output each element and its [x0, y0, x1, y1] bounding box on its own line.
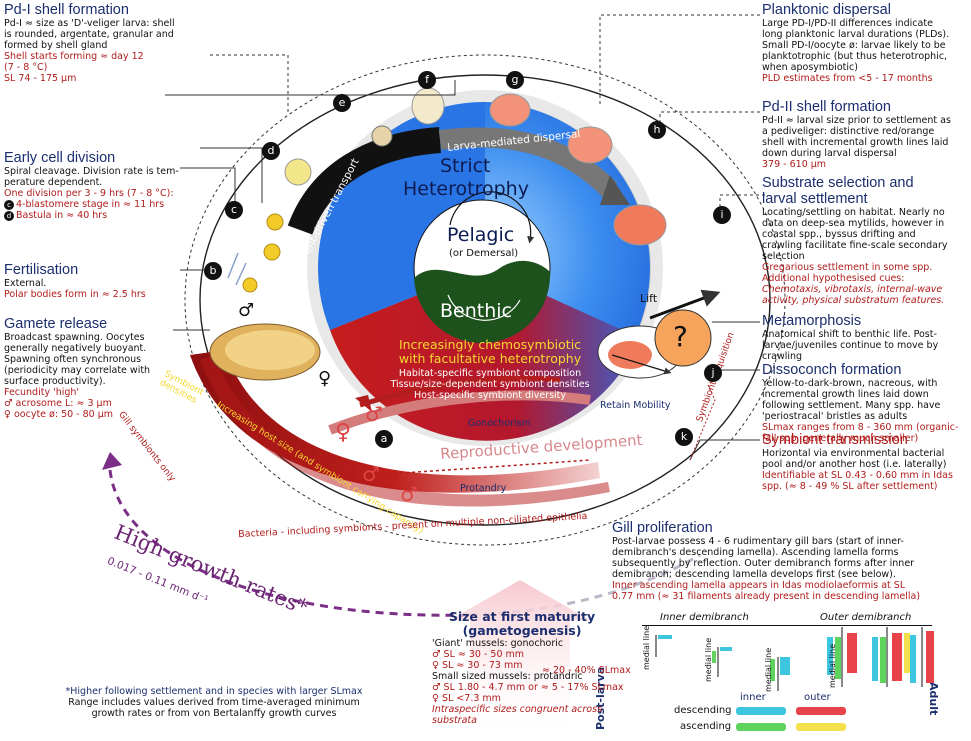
medial-line-4: medial line [828, 643, 837, 688]
heterotrophy-label: Heterotrophy [403, 178, 529, 200]
badge-k: k [675, 428, 693, 446]
gill-title: Gill proliferation [612, 520, 713, 536]
pd1-shell-box: Pd-I shell formation Pd-I ≈ size as 'D'-… [4, 2, 219, 84]
badge-c: c [225, 201, 243, 219]
substrate-box: Substrate selection and larval settlemen… [762, 175, 968, 306]
symbiont-transmission-box: Symbiont transmission Horizontal via env… [762, 432, 968, 492]
legend-outer: outer [804, 692, 831, 703]
male-symbol-3: ♂ [365, 402, 383, 426]
question-mark: ? [673, 320, 688, 353]
cell-division-box: Early cell division Spiral cleavage. Div… [4, 150, 219, 221]
plank-title: Planktonic dispersal [762, 2, 891, 18]
strict-label: Strict [440, 155, 491, 177]
badge-i: i [713, 206, 731, 224]
gonochorism-label: Gonochorism [468, 418, 531, 429]
chemo-label: Increasingly chemosymbiotic with faculta… [398, 337, 582, 366]
pelagic-label: Pelagic [447, 224, 515, 246]
pd1-title: Pd-I shell formation [4, 2, 129, 18]
dissoconch-box: Dissoconch formation Yellow-to-dark-brow… [762, 362, 968, 444]
fertilisation-box: Fertilisation External. Polar bodies for… [4, 262, 184, 300]
meta-title: Metamorphosis [762, 313, 862, 329]
legend-outer-asc-swatch [796, 723, 846, 731]
subst-title: Substrate selection and larval settlemen… [762, 175, 914, 207]
legend-inner-asc-swatch [736, 723, 786, 731]
male-symbol-4: ♂ [400, 482, 418, 506]
medial-line-3: medial line [764, 647, 773, 692]
pd2-shell-box: Pd-II shell formation Pd-II ≈ larval siz… [762, 99, 968, 170]
gamete-release-box: Gamete release Broadcast spawning. Oocyt… [4, 316, 179, 420]
badge-g: g [506, 71, 524, 89]
benthic-label: Benthic [440, 300, 512, 322]
benthic-zone [414, 260, 551, 344]
metamorphosis-box: Metamorphosis Anatomical shift to benthi… [762, 313, 968, 362]
planktonic-dispersal-box: Planktonic dispersal Large PD-I/PD-II di… [762, 2, 968, 84]
chemo-sub-label: Habitat-specific symbiont composition Ti… [390, 368, 590, 401]
inner-demibranch-label: Inner demibranch [660, 612, 749, 623]
retain-mobility-label: Retain Mobility [600, 400, 671, 411]
medial-line-1: medial line [642, 625, 651, 670]
gill-stages-svg [655, 627, 934, 691]
legend-inner: inner [740, 692, 766, 703]
growth-note: *Higher following settlement and in spec… [65, 686, 363, 719]
fert-title: Fertilisation [4, 262, 79, 278]
badge-d: d [262, 142, 280, 160]
maturity-title: Size at first maturity (gametogenesis) [448, 609, 596, 638]
symb-title: Symbiont transmission [762, 432, 908, 448]
badge-j: j [704, 364, 722, 382]
badge-d-mini: d [4, 211, 14, 221]
badge-h: h [648, 121, 666, 139]
legend-descending: descending [674, 705, 732, 716]
disso-title: Dissoconch formation [762, 362, 902, 378]
legend-ascending: ascending [680, 721, 732, 732]
legend-inner-desc-swatch [736, 707, 786, 715]
maturity-box: Size at first maturity (gametogenesis) '… [432, 609, 631, 727]
badge-f: f [418, 71, 436, 89]
female-symbol-2: ♀ [335, 420, 352, 445]
gill-figure: Inner demibranch Outer demibranch Post-l… [594, 612, 968, 740]
male-symbol-1: ♂ [238, 300, 255, 321]
protandry-label: Protandry [460, 483, 507, 494]
medial-line-2: medial line [704, 637, 713, 682]
badge-b: b [204, 262, 222, 280]
cell-title: Early cell division [4, 150, 116, 166]
gam-title: Gamete release [4, 316, 108, 332]
male-symbol-2: ♂ [362, 462, 380, 486]
gill-proliferation-box: Gill proliferation Post-larvae possess 4… [612, 520, 968, 602]
demersal-label: (or Demersal) [449, 248, 519, 259]
badge-c-mini: c [4, 200, 14, 210]
lift-label: Lift [640, 292, 658, 305]
pd2-title: Pd-II shell formation [762, 99, 891, 115]
badge-a: a [375, 430, 393, 448]
badge-e: e [333, 94, 351, 112]
female-symbol-1: ♀ [318, 368, 332, 389]
legend-outer-desc-swatch [796, 707, 846, 715]
outer-demibranch-label: Outer demibranch [820, 612, 912, 623]
